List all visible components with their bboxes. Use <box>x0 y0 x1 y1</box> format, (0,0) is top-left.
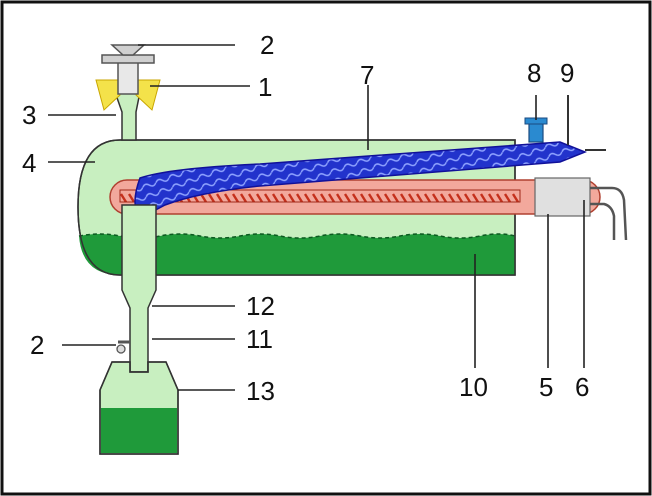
heater-lead-outer <box>590 186 628 241</box>
label-12: 12 <box>246 291 275 321</box>
gas-outlets <box>524 95 569 145</box>
labels: 2 1 3 4 7 8 9 12 11 2 13 10 5 6 <box>22 30 589 406</box>
valve-stem <box>117 61 139 95</box>
label-13: 13 <box>246 376 275 406</box>
label-2-top: 2 <box>260 30 274 60</box>
label-6: 6 <box>575 372 589 402</box>
heater-lead-inner <box>590 202 616 240</box>
label-4: 4 <box>22 148 36 178</box>
label-2-side: 2 <box>30 330 44 360</box>
valve-cap <box>110 44 146 56</box>
label-10: 10 <box>459 372 488 402</box>
label-7: 7 <box>360 60 374 90</box>
feed-hopper <box>95 44 161 141</box>
heater-flange <box>534 177 591 217</box>
liquid-level <box>79 234 515 275</box>
heating-coil <box>119 189 521 203</box>
heater-pad-left <box>95 79 121 111</box>
label-1: 1 <box>258 72 272 102</box>
label-3: 3 <box>22 100 36 130</box>
valve-handle <box>101 54 155 64</box>
leader-lines <box>48 44 585 391</box>
collection-bottle <box>99 361 179 455</box>
label-5: 5 <box>539 372 553 402</box>
label-8: 8 <box>527 58 541 88</box>
label-11: 11 <box>246 324 273 354</box>
label-9: 9 <box>560 58 574 88</box>
bottle-liquid <box>101 408 177 453</box>
